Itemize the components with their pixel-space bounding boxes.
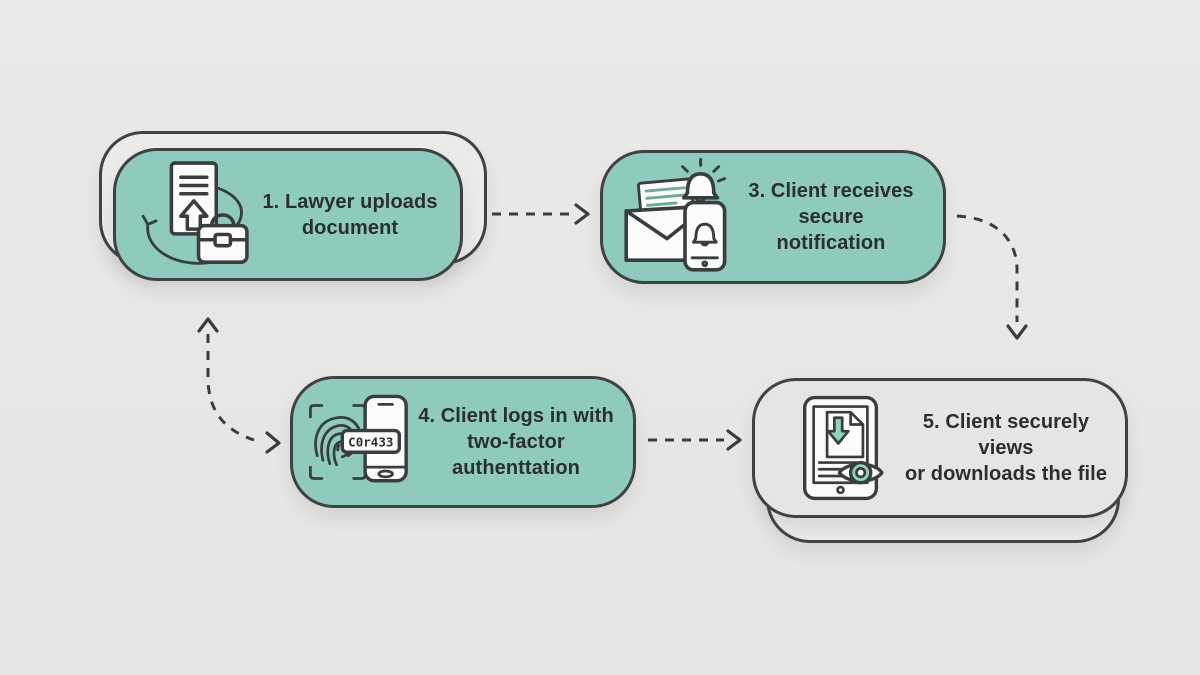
step-label: 1. Lawyer uploads document (262, 190, 438, 239)
document-upload-briefcase-icon (141, 160, 249, 265)
step-card-client-notification: 3. Client receives secure notification (600, 150, 946, 284)
tablet-document-eye-icon (803, 395, 884, 501)
arrow-step4-to-step5 (648, 429, 742, 451)
step-label: 4. Client logs in with two-factor authen… (418, 405, 614, 479)
otp-code-text: C0r433 (348, 435, 393, 450)
arrow-step3-to-step5 (956, 214, 1028, 340)
envelope-bell-phone-icon (624, 157, 727, 272)
step-card-two-factor-login: C0r433 4. Client logs in with two-factor… (290, 376, 636, 508)
step-card-view-download: 5. Client securely views or downloads th… (752, 378, 1128, 543)
step-card-lawyer-uploads: 1. Lawyer uploads document (99, 131, 487, 281)
step-label: 5. Client securely views or downloads th… (904, 411, 1108, 485)
arrow-step4-to-step1 (197, 317, 281, 454)
fingerprint-phone-icon: C0r433 (309, 394, 408, 483)
step-label: 3. Client receives secure notification (748, 180, 914, 254)
arrow-step1-to-step3 (492, 203, 590, 225)
